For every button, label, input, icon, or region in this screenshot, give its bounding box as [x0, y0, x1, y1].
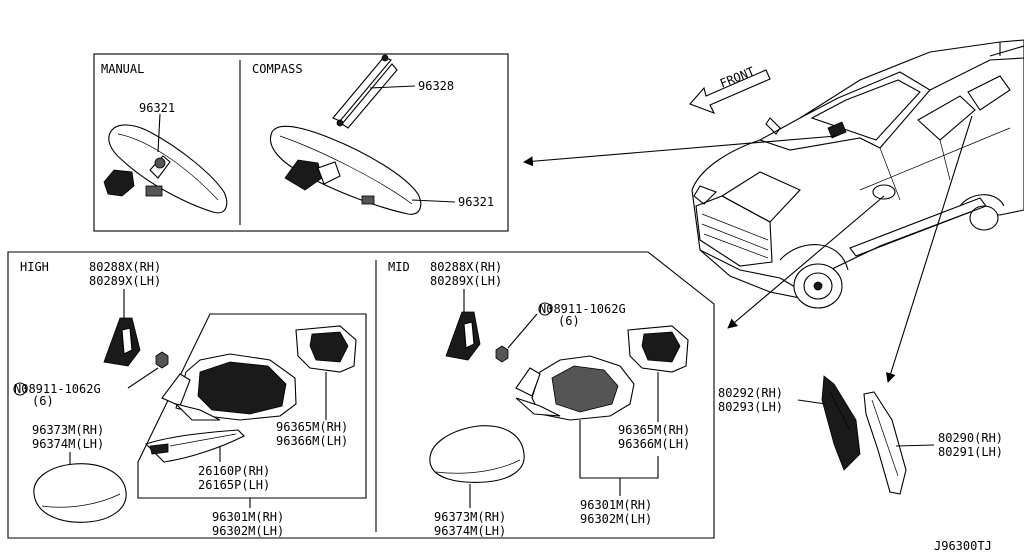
compass-bracket-leader [369, 85, 416, 89]
high-nut-qty: (6) [32, 394, 54, 408]
mid-mirror-glass [627, 325, 689, 373]
mid-nut-label: N08911-1062G [539, 302, 626, 316]
drawing-code: J96300TJ [934, 539, 992, 553]
finisher-b [863, 391, 907, 495]
mid-mirror-rh-label: 96301M(RH) [580, 498, 652, 512]
door-mirror-frame [7, 251, 715, 539]
mid-cap-rh-label: 96373M(RH) [434, 510, 506, 524]
location-arrows [523, 115, 973, 383]
arrow-to-door-mirror [727, 195, 885, 329]
mid-section-title: MID [388, 260, 410, 274]
high-corner-cover [103, 317, 141, 367]
finisher-a-lh-label: 80293(LH) [718, 400, 783, 414]
finisher-a-leader [797, 399, 827, 405]
high-mirror-glass [295, 325, 357, 373]
high-cover-lh-label: 80289X(LH) [89, 274, 161, 288]
compass-rearview-mirror [270, 125, 422, 215]
interior-mirror-box: MANUAL COMPASS 96321 96328 [93, 53, 509, 232]
high-assembly-frame [137, 313, 367, 499]
arrow-to-finisher [885, 115, 973, 383]
interior-mirror-frame [93, 53, 509, 232]
finisher-b-leader [895, 444, 935, 447]
mid-glass-rh-label: 96365M(RH) [618, 423, 690, 437]
high-nut-n-symbol [13, 382, 27, 396]
finisher-b-lh-label: 80291(LH) [938, 445, 1003, 459]
high-section-title: HIGH [20, 260, 49, 274]
mid-cap-lh-label: 96374M(LH) [434, 524, 506, 538]
high-glass-rh-label: 96365M(RH) [276, 420, 348, 434]
mid-nut-leader [507, 313, 538, 349]
manual-mirror-leader [157, 113, 161, 153]
high-nut-icon [155, 351, 169, 369]
compass-bracket [332, 54, 398, 129]
front-direction-arrow: FRONT [689, 64, 771, 115]
manual-rearview-mirror [103, 124, 228, 214]
mid-cover-lh-label: 80289X(LH) [430, 274, 502, 288]
high-mirror-rh-label: 96301M(RH) [212, 510, 284, 524]
mid-mirror-lh-label: 96302M(LH) [580, 512, 652, 526]
mid-nut-n-symbol [538, 302, 552, 316]
door-mirror-box: HIGH MID 80288X(RH) 80289X(LH) N08911-10… [7, 251, 715, 539]
mid-glass-lh-label: 96366M(LH) [618, 437, 690, 451]
mid-mirror-housing [515, 355, 635, 421]
manual-mirror-label: 96321 [139, 101, 175, 115]
high-glass-lh-label: 96366M(LH) [276, 434, 348, 448]
finisher-a-rh-label: 80292(RH) [718, 386, 783, 400]
high-nut-label: N08911-1062G [14, 382, 101, 396]
mid-mirror-bracket [579, 420, 659, 479]
mid-cover-rh-label: 80288X(RH) [430, 260, 502, 274]
mid-nut-icon [495, 345, 509, 363]
mid-mirror-cap [429, 425, 525, 483]
high-cap-lh-label: 96374M(LH) [32, 437, 104, 451]
compass-mirror-leader [411, 199, 456, 203]
mid-corner-cover [445, 311, 481, 361]
high-mirror-cap [33, 463, 127, 523]
compass-mirror-label: 96321 [458, 195, 494, 209]
high-lamp-rh-label: 26160P(RH) [198, 464, 270, 478]
arrow-to-interior-mirror [523, 135, 837, 167]
high-mirror-housing [161, 353, 297, 421]
high-nut-leader [127, 367, 159, 389]
manual-section-title: MANUAL [101, 62, 144, 76]
high-cover-rh-label: 80288X(RH) [89, 260, 161, 274]
high-lamp-lh-label: 26165P(LH) [198, 478, 270, 492]
compass-bracket-label: 96328 [418, 79, 454, 93]
compass-section-title: COMPASS [252, 62, 303, 76]
high-cap-rh-label: 96373M(RH) [32, 423, 104, 437]
finisher-a [821, 375, 861, 471]
finisher-b-rh-label: 80290(RH) [938, 431, 1003, 445]
high-turn-lamp [144, 429, 245, 463]
high-mirror-lh-label: 96302M(LH) [212, 524, 284, 538]
pickup-truck-illustration: FRONT [689, 39, 1024, 309]
mid-nut-qty: (6) [558, 314, 580, 328]
